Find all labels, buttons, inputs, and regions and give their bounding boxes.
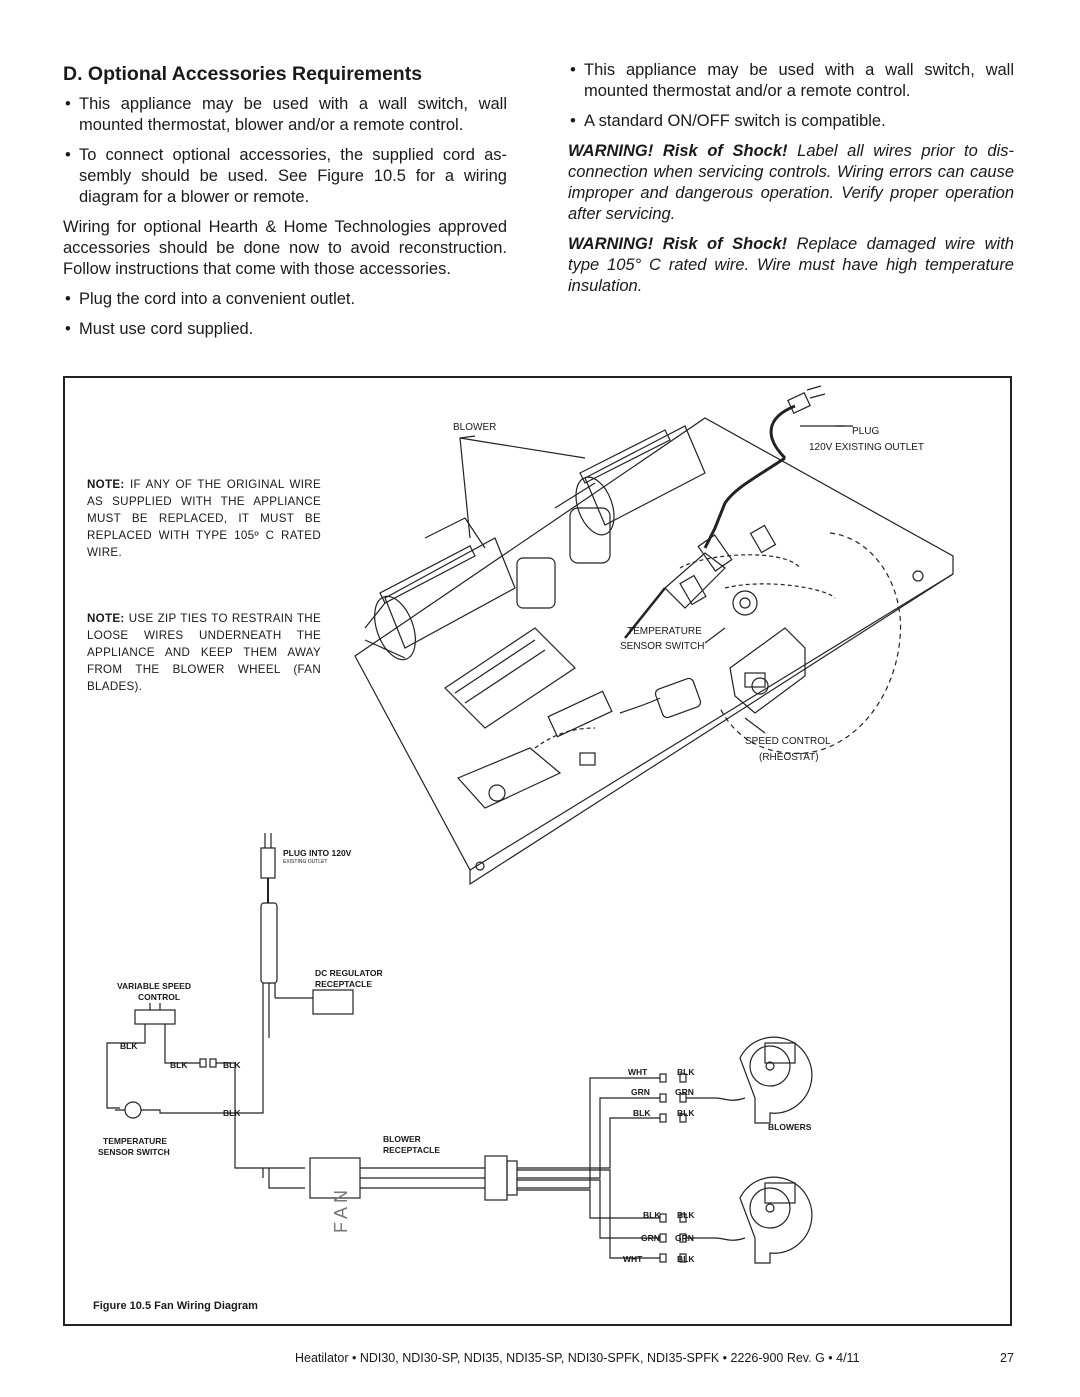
right-bullet-2: A standard ON/OFF switch is compatible. (568, 111, 1014, 132)
note-zip-ties: NOTE: USE ZIP TIES TO RESTRAIN THE LOOSE… (87, 610, 321, 695)
label-grn-3: GRN (641, 1233, 660, 1243)
dc-regulator-receptacle (312, 989, 354, 1015)
label-blk-6: BLK (677, 1067, 695, 1077)
label-grn-2: GRN (675, 1087, 694, 1097)
warning-1-text: Label all wires prior to dis-connection … (568, 142, 1014, 223)
blower-left (364, 517, 516, 661)
label-blk-1: BLK (120, 1041, 138, 1051)
motor-left (516, 557, 556, 609)
label-wht-1: WHT (628, 1067, 648, 1077)
note-2-text: USE ZIP TIES TO RESTRAIN THE LOOSE WIRES… (87, 612, 321, 693)
note-2-title: NOTE: (87, 612, 125, 625)
temperature-sensor-switch (124, 1101, 142, 1119)
label-outlet: 120V EXISTING OUTLET (809, 442, 925, 453)
left-bullet-3: Plug the cord into a convenient outlet. (63, 289, 507, 310)
label-blk-3: BLK (223, 1060, 241, 1070)
page-footer: Heatilator • NDI30, NDI30-SP, NDI35, NDI… (295, 1351, 860, 1365)
label-fan: FAN (331, 1186, 351, 1234)
left-bullet-2: To connect optional accessories, the sup… (63, 145, 507, 208)
warning-1: WARNING! Risk of Shock! Label all wires … (568, 141, 1014, 225)
blower-unit-2 (739, 1176, 813, 1264)
label-temp-sensor-2: SENSOR SWITCH (620, 641, 705, 652)
speed-control-bracket (729, 627, 806, 714)
note-1-title: NOTE: (87, 478, 125, 491)
blower-unit-1 (739, 1036, 813, 1124)
note-wire-replacement: NOTE: IF ANY OF THE ORIGINAL WIRE AS SUP… (87, 476, 321, 561)
page-number: 27 (1000, 1351, 1014, 1365)
label-control: CONTROL (138, 992, 181, 1002)
wiring-illustration (106, 385, 954, 1264)
label-blower: BLOWER (453, 422, 497, 433)
left-bullet-4: Must use cord supplied. (63, 319, 507, 340)
left-column: D. Optional Accessories Requirements Thi… (63, 60, 507, 349)
label-grn-1: GRN (631, 1087, 650, 1097)
label-blowers: BLOWERS (768, 1122, 812, 1132)
warning-2-title: WARNING! Risk of Shock! (568, 235, 788, 253)
label-wht-2: WHT (623, 1254, 643, 1264)
label-rheostat: (RHEOSTAT) (759, 752, 819, 763)
right-bullet-1: This appliance may be used with a wall s… (568, 60, 1014, 102)
warning-2: WARNING! Risk of Shock! Replace damaged … (568, 234, 1014, 297)
label-temp-switch-2: SENSOR SWITCH (98, 1147, 170, 1157)
label-plug: PLUG (852, 426, 880, 437)
schematic (106, 833, 813, 1264)
control-module (456, 747, 562, 809)
label-variable-speed: VARIABLE SPEED (117, 981, 191, 991)
label-blower-receptacle-2: RECEPTACLE (383, 1145, 440, 1155)
label-speed-control: SPEED CONTROL (745, 736, 831, 747)
figure-caption: Figure 10.5 Fan Wiring Diagram (93, 1300, 258, 1312)
label-blk-8: BLK (643, 1210, 661, 1220)
warning-1-title: WARNING! Risk of Shock! (568, 142, 788, 160)
blower-right (554, 425, 706, 536)
label-existing-outlet: EXISTING OUTLET (283, 859, 328, 865)
motor-right (569, 507, 611, 564)
label-temp-switch-1: TEMPERATURE (103, 1136, 168, 1146)
label-blk-4: BLK (223, 1108, 241, 1118)
variable-speed-control (134, 1009, 176, 1025)
label-blower-receptacle-1: BLOWER (383, 1134, 421, 1144)
base-plate (354, 417, 954, 871)
label-plug-into: PLUG INTO 120V (283, 848, 352, 858)
left-bullet-1: This appliance may be used with a wall s… (63, 94, 507, 136)
ac-adapter (654, 677, 702, 719)
fan-wiring-figure: NOTE: IF ANY OF THE ORIGINAL WIRE AS SUP… (63, 376, 1012, 1326)
label-blk-2: BLK (170, 1060, 188, 1070)
temperature-sensor (732, 590, 758, 616)
warning-2-text: Replace damaged wire with type 105° C ra… (568, 235, 1014, 295)
label-dc-regulator: DC REGULATOR (315, 968, 383, 978)
right-column: This appliance may be used with a wall s… (568, 60, 1014, 306)
left-paragraph: Wiring for optional Hearth & Home Techno… (63, 218, 507, 278)
power-cord (769, 404, 796, 460)
label-blk-10: BLK (677, 1254, 695, 1264)
label-blk-5: BLK (633, 1108, 651, 1118)
note-1-text: IF ANY OF THE ORIGINAL WIRE AS SUPPLIED … (87, 478, 321, 559)
label-dc-receptacle: RECEPTACLE (315, 979, 372, 989)
section-heading: D. Optional Accessories Requirements (63, 63, 423, 85)
label-temp-sensor-1: TEMPERATURE (627, 626, 702, 637)
label-grn-4: GRN (675, 1233, 694, 1243)
label-blk-9: BLK (677, 1210, 695, 1220)
label-blk-7: BLK (677, 1108, 695, 1118)
